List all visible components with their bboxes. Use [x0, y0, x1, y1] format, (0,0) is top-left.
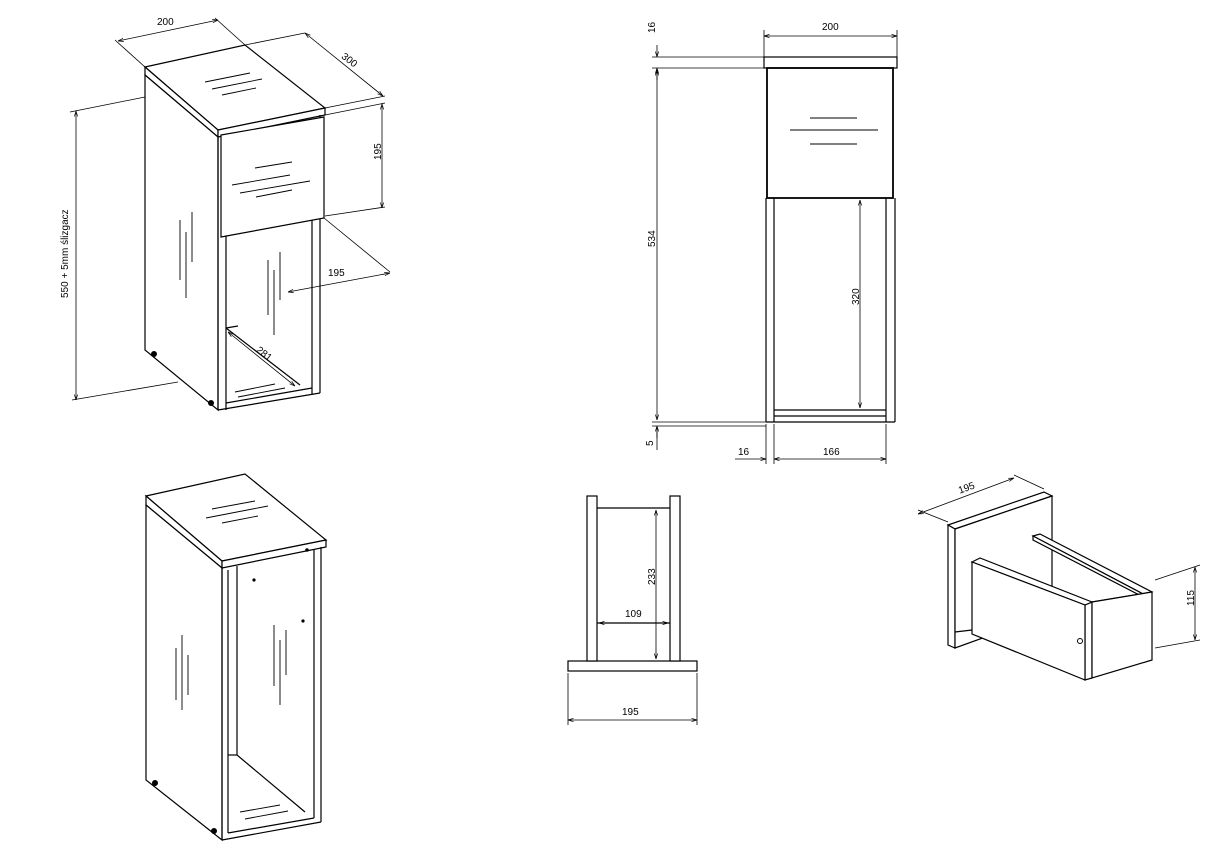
- front-elevation-view: 200 16 534 5 320 16 166: [645, 21, 898, 464]
- side-inner-height-label: 233: [647, 568, 658, 585]
- front-side-thickness-label: 16: [738, 447, 750, 458]
- front-inner-width-label: 166: [823, 447, 840, 458]
- front-bottom-gap-label: 5: [645, 440, 656, 446]
- iso-drawer-height-label: 195: [373, 143, 384, 160]
- side-inner-width-label: 109: [625, 609, 642, 620]
- iso-drawer-depth-label: 195: [328, 268, 345, 279]
- drawer-height-label: 115: [1186, 590, 1197, 606]
- front-height-label: 534: [647, 230, 658, 247]
- iso-total-height-label: 550 + 5mm ślizgacz: [60, 209, 71, 298]
- drawer-iso-view: 195 115: [918, 474, 1201, 681]
- iso-width-label: 200: [157, 17, 174, 28]
- iso-view-with-drawer: 200 300 195 550 + 5mm ślizgacz 195 281: [60, 17, 390, 412]
- front-top-thickness-label: 16: [647, 21, 658, 33]
- iso-depth-label: 300: [339, 51, 359, 70]
- drawer-depth-label: 195: [957, 480, 977, 496]
- iso-view-carcass: [144, 473, 328, 842]
- front-width-label: 200: [822, 22, 839, 33]
- side-frame-view: 233 109 195: [567, 495, 698, 725]
- side-base-width-label: 195: [622, 707, 639, 718]
- front-opening-label: 320: [851, 288, 862, 305]
- iso-inner-diagonal-label: 281: [254, 345, 274, 364]
